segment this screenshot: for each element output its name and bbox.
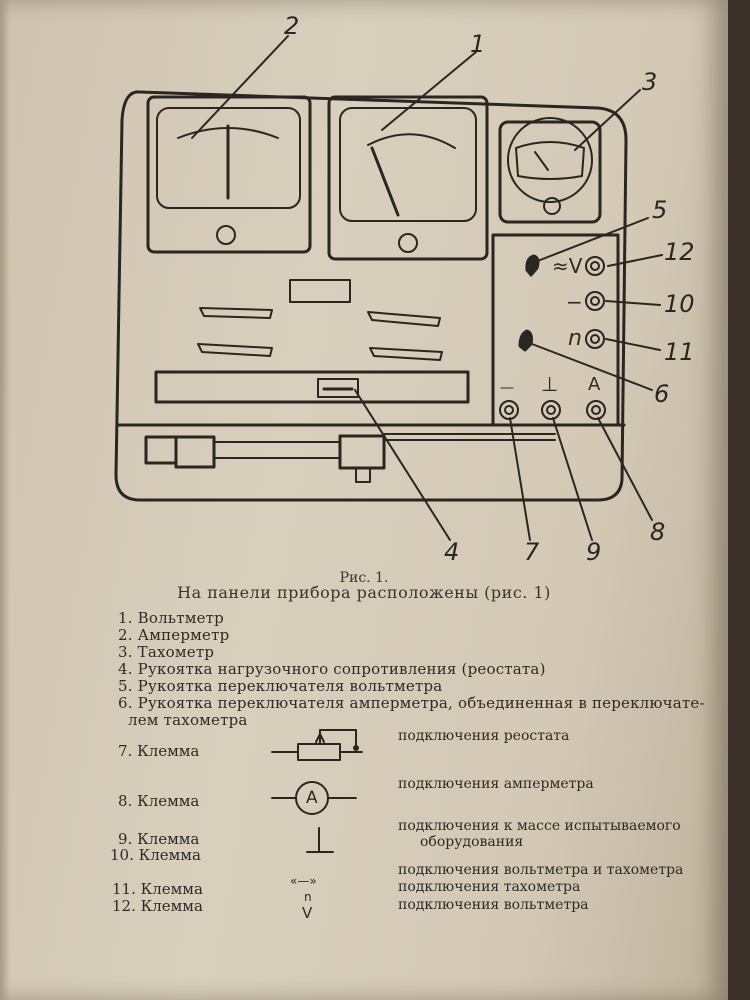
panel-mark-v: ≈V <box>552 254 583 278</box>
terminal-10-label: 10. Клемма <box>110 846 201 864</box>
voltmeter-knob <box>398 233 418 253</box>
leader-3 <box>574 89 641 151</box>
terminal-7-label: 7. Клемма <box>118 742 200 760</box>
terminal-8-label: 8. Клемма <box>118 792 200 810</box>
panel-mark-dash: — <box>500 380 514 396</box>
panel-mark-ground: ⊥ <box>541 372 559 396</box>
rheostat-slot <box>154 370 470 404</box>
terminal-12-inner <box>590 261 600 271</box>
terminal-7-inner <box>504 405 514 415</box>
voltmeter-switch-handle <box>525 254 540 277</box>
terminal-12-outer <box>585 256 605 276</box>
callout-2: 2 <box>284 12 300 40</box>
rheostat-knob-frame <box>317 378 359 398</box>
terminal-10-inner <box>590 296 600 306</box>
terminal-7-desc: подключения реостата <box>398 728 570 744</box>
leader-6 <box>531 343 653 391</box>
ammeter-housing <box>146 95 312 254</box>
terminal-8-outer <box>586 400 606 420</box>
terminal-8-inner <box>591 405 601 415</box>
voltmeter-window <box>339 107 477 222</box>
vent-4 <box>369 347 443 361</box>
list-item: 5. Рукоятка переключателя вольтметра <box>118 677 443 695</box>
terminal-12-symbol-v: V <box>302 904 313 922</box>
list-item: лем тахометра <box>128 711 248 729</box>
slider-stem <box>355 467 371 483</box>
terminal-12-desc-2: подключения вольтметра <box>398 897 589 913</box>
callout-6: 6 <box>654 380 670 408</box>
list-item: 6. Рукоятка переключателя амперметра, об… <box>118 694 705 712</box>
callout-9: 9 <box>586 538 602 566</box>
ammeter-symbol-letter: A <box>306 788 318 808</box>
list-item: 1. Вольтметр <box>118 609 224 627</box>
terminal-8-desc: подключения амперметра <box>398 776 594 792</box>
panel-mark-a: A <box>588 374 601 395</box>
terminal-12-label: 12. Клемма <box>112 897 203 915</box>
terminal-12-symbol-n: n <box>304 890 312 904</box>
tachometer-knob <box>543 197 561 215</box>
callout-8: 8 <box>650 518 666 546</box>
callout-10: 10 <box>664 290 695 318</box>
page-fold-shadow <box>0 0 10 1000</box>
list-item: 3. Тахометр <box>118 643 215 661</box>
panel-outline <box>114 90 628 502</box>
leader-2 <box>191 35 289 139</box>
callout-11: 11 <box>664 338 695 366</box>
panel-figure <box>114 35 663 541</box>
list-item: 2. Амперметр <box>118 626 230 644</box>
ammeter-window <box>156 107 301 209</box>
callout-4: 4 <box>444 538 460 566</box>
list-item: 4. Рукоятка нагрузочного сопротивления (… <box>118 660 546 678</box>
terminal-7-outer <box>499 400 519 420</box>
tachometer-window <box>515 141 585 180</box>
vent-1 <box>199 307 273 319</box>
voltmeter-housing <box>327 95 489 261</box>
tachometer-dial <box>507 117 593 203</box>
component-list: 1. Вольтметр 2. Амперметр 3. Тахометр 4.… <box>118 609 705 729</box>
ammeter-switch-handle <box>518 329 533 352</box>
leader-11 <box>605 338 661 351</box>
terminal-9-label: 9. Клемма <box>118 830 200 848</box>
terminal-10-outer <box>585 291 605 311</box>
leader-7 <box>509 417 531 541</box>
leader-9 <box>552 417 593 541</box>
callout-3: 3 <box>642 68 658 96</box>
terminal-9-desc-2: оборудования <box>420 834 524 850</box>
tachometer-needle <box>534 151 549 171</box>
leader-5 <box>534 217 649 263</box>
callout-7: 7 <box>524 538 540 566</box>
panel-mark-minus: − <box>566 290 583 314</box>
figure-label: Рис. 1. <box>339 570 389 586</box>
clamp-block <box>144 435 178 465</box>
section-heading: На панели прибора расположены (рис. 1) <box>177 583 551 602</box>
vent-2 <box>367 311 441 327</box>
leader-8 <box>597 417 653 521</box>
leader-10 <box>605 300 661 306</box>
terminal-9-desc: подключения к массе испытываемого <box>398 818 681 834</box>
leader-1 <box>381 51 477 131</box>
leader-4 <box>354 389 451 541</box>
vent-3 <box>197 343 273 357</box>
terminal-11-inner <box>590 334 600 344</box>
terminal-9-inner <box>546 405 556 415</box>
display-slot <box>289 279 351 303</box>
terminal-12-desc: подключения тахометра <box>398 879 581 895</box>
terminal-11-label: 11. Клемма <box>112 880 203 898</box>
terminal-11-desc: подключения вольтметра и тахометра <box>398 862 684 878</box>
tachometer-housing <box>498 120 602 224</box>
voltmeter-scale <box>367 133 456 149</box>
terminal-11-outer <box>585 329 605 349</box>
ammeter-knob <box>216 225 236 245</box>
callout-5: 5 <box>652 196 668 224</box>
terminal-11-symbol: «—» <box>290 874 317 888</box>
terminal-9-outer <box>541 400 561 420</box>
callout-1: 1 <box>470 30 486 58</box>
leader-12 <box>607 254 663 267</box>
callout-12: 12 <box>664 238 695 266</box>
panel-mark-n: n <box>568 326 582 351</box>
clamp-handle <box>174 435 216 469</box>
slider-block <box>338 434 386 470</box>
voltmeter-needle <box>370 146 400 217</box>
